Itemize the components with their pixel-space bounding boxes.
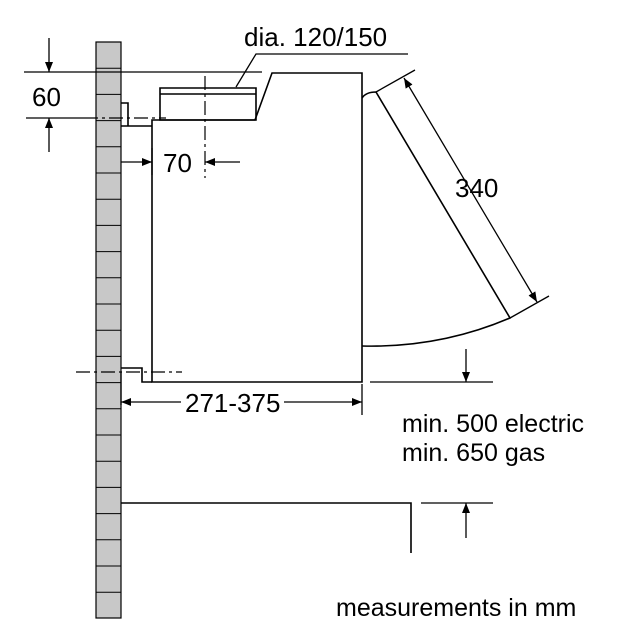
dimension-340-label: 340 <box>455 173 499 203</box>
dimension-width-label: 271-375 <box>181 390 285 416</box>
units-note: measurements in mm <box>336 594 577 622</box>
dimension-60-label: 60 <box>32 82 61 112</box>
duct-spigot <box>159 87 257 121</box>
min-electric-label: min. 500 electric <box>402 410 585 438</box>
brick-joints <box>96 67 121 593</box>
pull-out-visor <box>361 91 512 347</box>
worktop <box>121 502 412 553</box>
brick-wall <box>95 41 122 619</box>
duct-diameter-label: dia. 120/150 <box>244 22 388 52</box>
min-gas-label: min. 650 gas <box>402 439 546 467</box>
dimension-70-label: 70 <box>163 148 192 178</box>
